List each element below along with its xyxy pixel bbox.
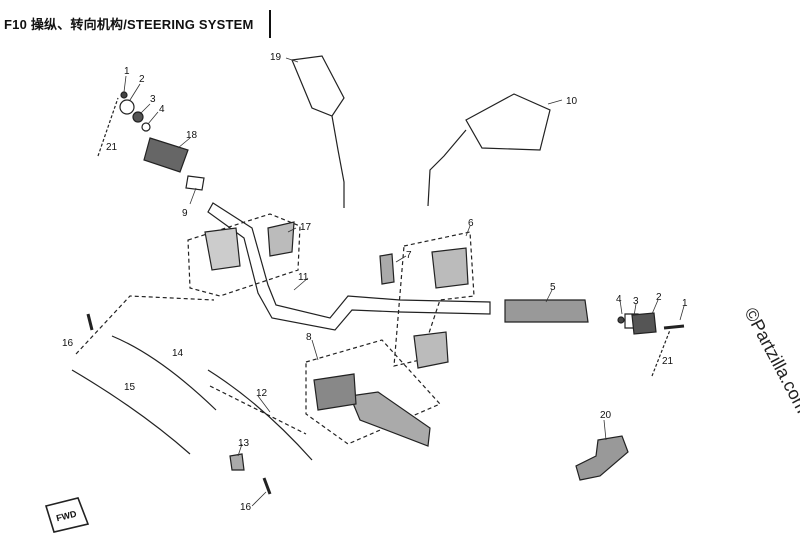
callout-15: 15	[124, 382, 136, 393]
callout-21b: 21	[662, 356, 674, 367]
right-grip	[504, 299, 589, 323]
callout-10: 10	[566, 96, 578, 107]
bracket-20	[575, 435, 629, 481]
callout-13: 13	[238, 438, 250, 449]
callout-17: 17	[300, 222, 312, 233]
handlebar	[207, 202, 491, 331]
clip-13	[229, 453, 245, 471]
callout-19: 19	[270, 52, 282, 63]
callout-6: 6	[468, 218, 474, 229]
callout-3: 3	[150, 94, 156, 105]
callout-16b: 16	[240, 502, 252, 513]
title-divider	[269, 10, 271, 38]
clip-16	[262, 477, 272, 495]
callout-4: 4	[159, 104, 165, 115]
callout-20: 20	[600, 410, 612, 421]
callout-2: 2	[139, 74, 145, 85]
callout-14: 14	[172, 348, 184, 359]
left-switch-group	[187, 213, 301, 297]
fwd-label: FWD	[55, 508, 78, 523]
callout-7: 7	[406, 250, 412, 261]
diagram-title: F10 操纵、转向机构/STEERING SYSTEM	[4, 17, 254, 32]
callout-2b: 2	[656, 292, 662, 303]
callout-1b: 1	[682, 298, 688, 309]
callout-12: 12	[256, 388, 268, 399]
callout-5: 5	[550, 282, 556, 293]
callout-1: 1	[124, 66, 130, 77]
fwd-badge	[44, 497, 90, 533]
callout-18: 18	[186, 130, 198, 141]
part-callouts: 1 2 3 4 18 21 9 19 10 17 11 7 6 5 4 3 2 …	[55, 52, 688, 523]
callout-3b: 3	[633, 296, 639, 307]
brake-lever	[349, 391, 431, 447]
right-mirror	[465, 93, 551, 151]
callout-9: 9	[182, 208, 188, 219]
callout-16: 16	[62, 338, 74, 349]
cable-14	[111, 335, 217, 411]
callout-8: 8	[306, 332, 312, 343]
cable-15	[71, 369, 191, 455]
callout-4b: 4	[616, 294, 622, 305]
bolt-7	[379, 253, 395, 285]
cable-12	[207, 369, 313, 461]
left-grip-assembly	[97, 91, 205, 191]
brake-lever-group	[305, 339, 442, 445]
left-mirror	[291, 55, 345, 117]
callout-21: 21	[106, 142, 118, 153]
right-switch-group	[393, 231, 475, 367]
callout-11: 11	[298, 272, 309, 283]
